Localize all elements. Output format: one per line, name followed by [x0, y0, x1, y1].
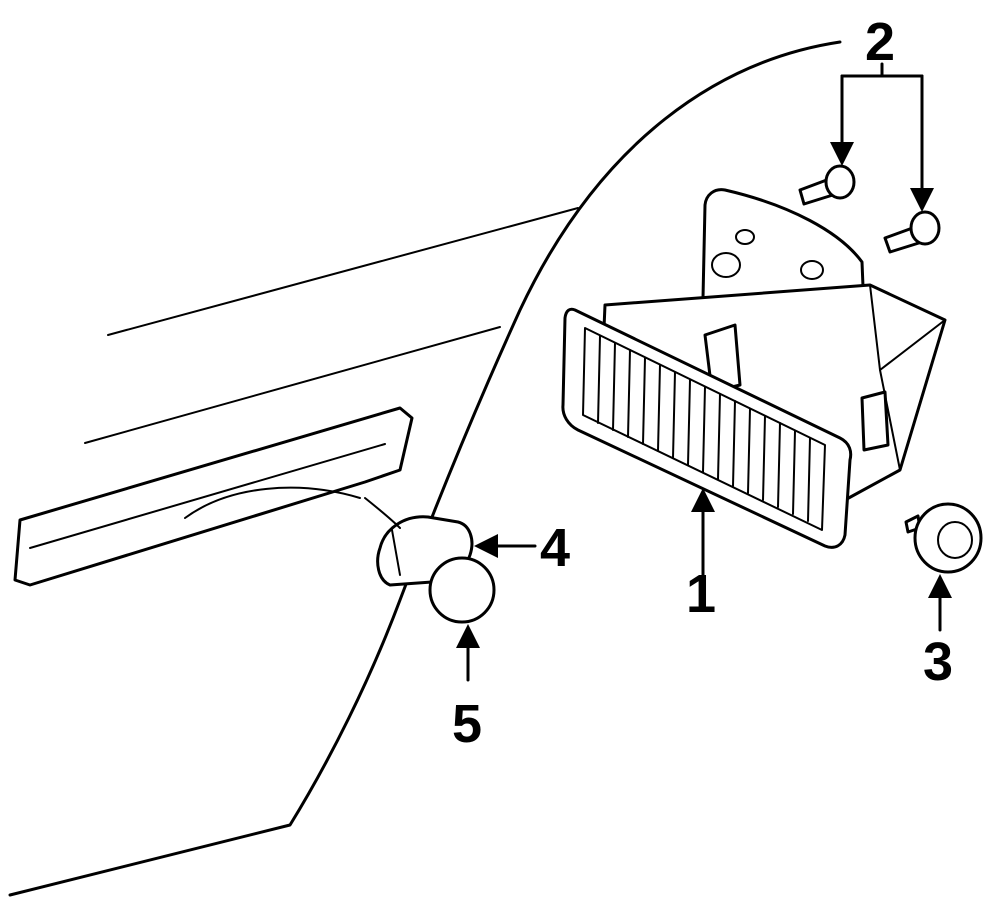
callout-3: 3 [923, 632, 953, 692]
lens-ribs [597, 335, 811, 522]
bulb-icon [428, 556, 496, 624]
vehicle-body-outline [8, 40, 842, 897]
screw-left-icon [798, 164, 856, 206]
grommet-icon [904, 502, 983, 574]
callout-4: 4 [540, 518, 570, 578]
callout-2: 2 [865, 12, 895, 72]
lamp-assembly [561, 188, 947, 549]
screw-right-icon [883, 210, 941, 254]
callout-5: 5 [452, 694, 482, 754]
leader-lines [456, 62, 952, 682]
callout-1: 1 [686, 564, 716, 624]
